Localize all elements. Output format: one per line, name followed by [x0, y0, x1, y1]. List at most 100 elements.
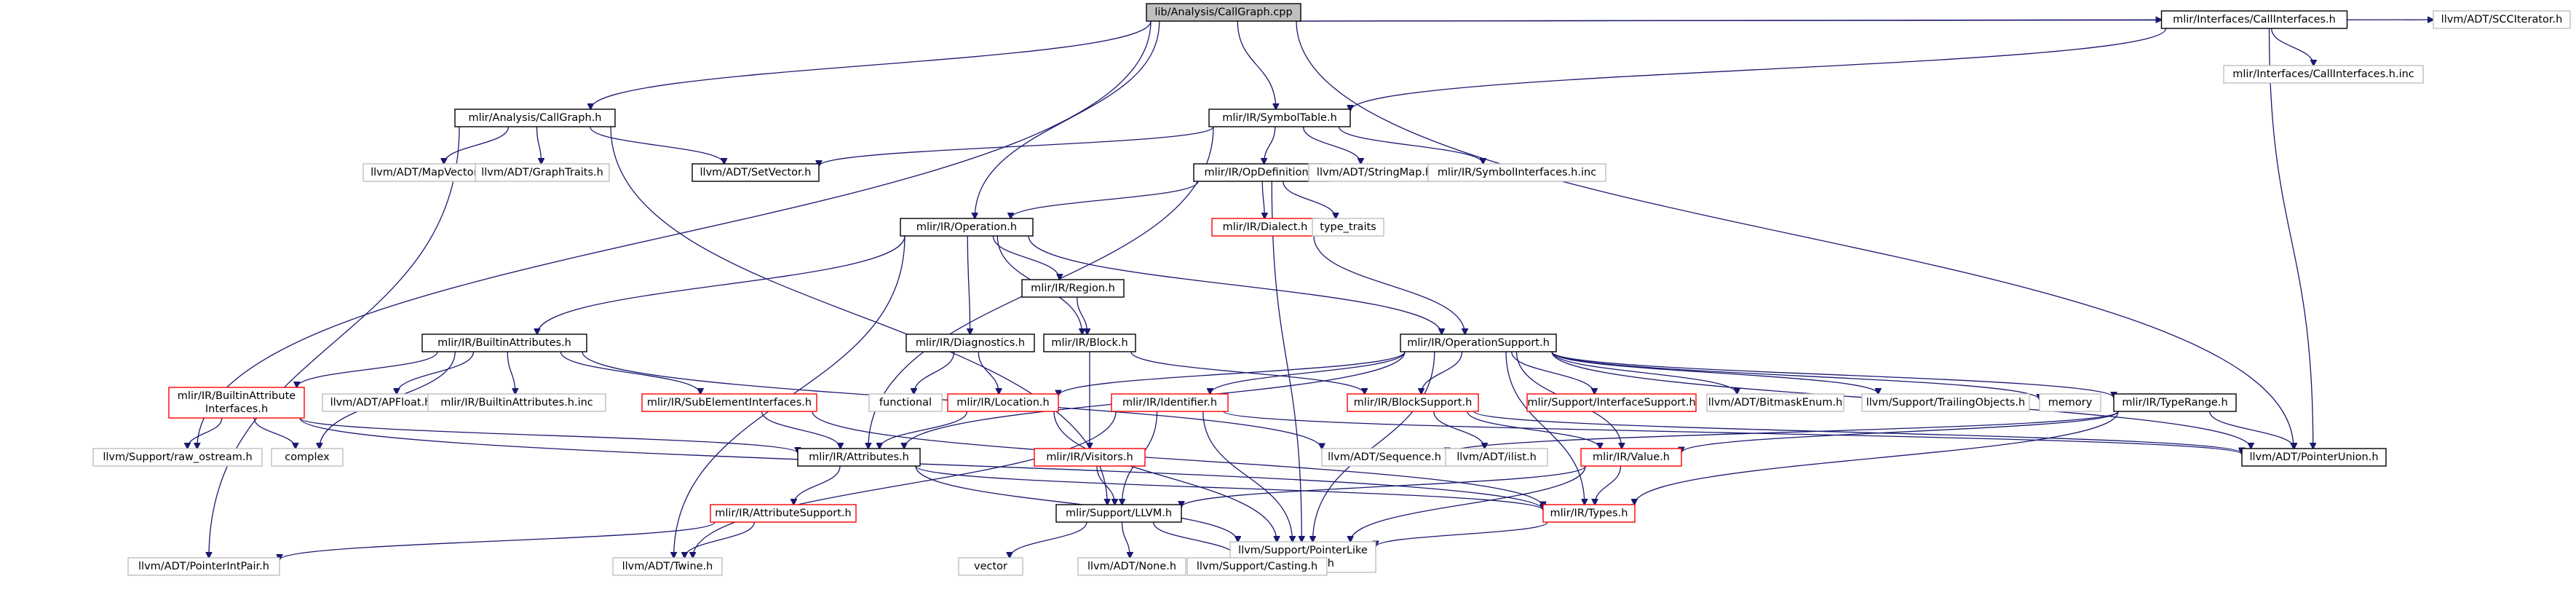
node-label: type_traits: [1320, 221, 1376, 233]
edge-analysis-callgraph-h-to-graphtraits: [536, 126, 542, 164]
node-pointerunion[interactable]: llvm/ADT/PointerUnion.h: [2241, 448, 2387, 467]
edge-analysis-callgraph-h-to-mapvector: [444, 126, 510, 164]
node-ir-operationsupport-h[interactable]: mlir/IR/OperationSupport.h: [1400, 334, 1557, 352]
node-ir-attributes-h[interactable]: mlir/IR/Attributes.h: [797, 448, 921, 467]
node-ir-operation-h[interactable]: mlir/IR/Operation.h: [900, 218, 1034, 237]
node-label: mlir/IR/Value.h: [1593, 451, 1670, 463]
node-analysis-callgraph-h[interactable]: mlir/Analysis/CallGraph.h: [454, 108, 616, 127]
node-ir-dialect-h[interactable]: mlir/IR/Dialect.h: [1211, 218, 1319, 237]
edge-ir-symboltable-h-to-setvector: [819, 126, 1214, 166]
node-casting-h[interactable]: llvm/Support/Casting.h: [1186, 557, 1328, 576]
node-ir-location-h[interactable]: mlir/IR/Location.h: [947, 393, 1059, 412]
edge-ir-operationsupport-h-to-memory: [1551, 351, 2040, 400]
node-ir-types-h[interactable]: mlir/IR/Types.h: [1542, 504, 1636, 523]
edge-ir-operationsupport-h-to-interfacesupport-h: [1511, 351, 1595, 394]
node-label: mlir/IR/Region.h: [1031, 283, 1115, 294]
edge-ir-attributes-h-to-pointerliketypetraits: [915, 465, 1238, 542]
node-ilist[interactable]: llvm/ADT/ilist.h: [1445, 448, 1548, 467]
node-ir-region-h[interactable]: mlir/IR/Region.h: [1021, 279, 1125, 298]
node-scciterator[interactable]: llvm/ADT/SCCIterator.h: [2433, 10, 2571, 29]
node-ir-builtinattributes-h[interactable]: mlir/IR/BuiltinAttributes.h: [421, 334, 587, 352]
node-box: [168, 387, 305, 419]
node-box: [1445, 448, 1548, 467]
node-label: mlir/IR/BuiltinAttributes.h.inc: [440, 397, 593, 409]
edge-ir-operation-h-to-ir-operationsupport-h: [1028, 235, 1442, 334]
node-raw-ostream[interactable]: llvm/Support/raw_ostream.h: [92, 448, 263, 467]
node-box: [1055, 504, 1182, 523]
node-box: [1321, 448, 1448, 467]
node-stringmap[interactable]: llvm/ADT/StringMap.h: [1308, 163, 1440, 182]
edge-ir-opdefinition-h-to-ir-dialect-h: [1262, 181, 1264, 218]
node-pointerintpair[interactable]: llvm/ADT/PointerIntPair.h: [127, 557, 280, 576]
node-setvector[interactable]: llvm/ADT/SetVector.h: [691, 163, 820, 182]
node-apfloat[interactable]: llvm/ADT/APFloat.h: [322, 393, 440, 412]
edge-ir-opdefinition-h-to-type-traits: [1283, 181, 1336, 218]
node-type-traits[interactable]: type_traits: [1312, 218, 1384, 237]
node-box: [868, 393, 943, 412]
node-complex[interactable]: complex: [271, 448, 344, 467]
node-ir-value-h[interactable]: mlir/IR/Value.h: [1580, 448, 1682, 467]
node-ir-attributesupport-h[interactable]: mlir/IR/AttributeSupport.h: [710, 504, 857, 523]
node-symbolinterfaces-inc[interactable]: mlir/IR/SymbolInterfaces.h.inc: [1427, 163, 1606, 182]
node-label: mlir/IR/Identifier.h: [1122, 397, 1217, 409]
edge-ir-opdefinition-h-to-pointerliketypetraits: [1271, 181, 1301, 542]
node-interfacesupport-h[interactable]: mlir/Support/InterfaceSupport.h: [1526, 393, 1697, 412]
node-box: [127, 557, 280, 576]
edge-ir-operationsupport-h-to-pointerliketypetraits: [1312, 351, 1435, 542]
node-ir-subelementinterfaces-h[interactable]: mlir/IR/SubElementInterfaces.h: [641, 393, 817, 412]
node-box: [958, 557, 1023, 576]
node-root[interactable]: lib/Analysis/CallGraph.cpp: [1146, 3, 1301, 22]
node-label: mlir/Support/LLVM.h: [1066, 508, 1172, 519]
node-builtinattributes-inc[interactable]: mlir/IR/BuiltinAttributes.h.inc: [427, 393, 606, 412]
node-vector[interactable]: vector: [958, 557, 1023, 576]
node-ir-block-h[interactable]: mlir/IR/Block.h: [1043, 334, 1136, 352]
node-memory[interactable]: memory: [2039, 393, 2101, 412]
node-label: mlir/IR/BuiltinAttributes.h: [437, 337, 571, 349]
node-label: llvm/Support/raw_ostream.h: [103, 451, 252, 463]
node-label: mlir/IR/Dialect.h: [1223, 221, 1308, 233]
node-label: llvm/Support/Casting.h: [1197, 561, 1317, 572]
node-box: [1211, 218, 1319, 237]
edge-ir-typerange-h-to-ir-types-h: [1634, 411, 2119, 505]
node-label: mlir/IR/Location.h: [956, 397, 1049, 409]
node-label: mlir/IR/AttributeSupport.h: [715, 508, 851, 519]
node-twine[interactable]: llvm/ADT/Twine.h: [612, 557, 723, 576]
node-label: mlir/Analysis/CallGraph.h: [469, 112, 602, 124]
node-ir-visitors-h[interactable]: mlir/IR/Visitors.h: [1034, 448, 1146, 467]
node-label: functional: [879, 397, 932, 409]
node-label: Interfaces.h: [205, 403, 268, 415]
node-sequence[interactable]: llvm/ADT/Sequence.h: [1321, 448, 1448, 467]
node-graphtraits[interactable]: llvm/ADT/GraphTraits.h: [475, 163, 610, 182]
node-box: [1208, 108, 1351, 127]
node-mapvector[interactable]: llvm/ADT/MapVector.h: [362, 163, 495, 182]
node-box: [271, 448, 344, 467]
node-callinterfaces-inc[interactable]: mlir/Interfaces/CallInterfaces.h.inc: [2223, 65, 2424, 84]
node-box: [454, 108, 616, 127]
node-ir-symboltable-h[interactable]: mlir/IR/SymbolTable.h: [1208, 108, 1351, 127]
node-ir-identifier-h[interactable]: mlir/IR/Identifier.h: [1111, 393, 1229, 412]
edge-ir-builtinattributeinterfaces-h-to-ir-types-h: [299, 417, 1543, 510]
node-label: llvm/ADT/Sequence.h: [1328, 451, 1441, 463]
edge-ir-blocksupport-h-to-pointerunion: [1473, 411, 2242, 454]
node-none-h[interactable]: llvm/ADT/None.h: [1077, 557, 1186, 576]
node-box: [710, 504, 857, 523]
node-interfaces-callinterfaces-h[interactable]: mlir/Interfaces/CallInterfaces.h: [2160, 10, 2348, 29]
node-ir-diagnostics-h[interactable]: mlir/IR/Diagnostics.h: [905, 334, 1035, 352]
node-ir-typerange-h[interactable]: mlir/IR/TypeRange.h: [2113, 393, 2237, 412]
node-support-llvm-h[interactable]: mlir/Support/LLVM.h: [1055, 504, 1182, 523]
node-box: [691, 163, 820, 182]
node-ir-blocksupport-h[interactable]: mlir/IR/BlockSupport.h: [1347, 393, 1479, 412]
node-box: [1077, 557, 1186, 576]
node-ir-opdefinition-h[interactable]: mlir/IR/OpDefinition.h: [1193, 163, 1330, 182]
node-bitmaskenum[interactable]: llvm/ADT/BitmaskEnum.h: [1706, 393, 1844, 412]
node-label: llvm/ADT/ilist.h: [1457, 451, 1537, 463]
node-trailingobjects[interactable]: llvm/Support/TrailingObjects.h: [1861, 393, 2030, 412]
node-box: [905, 334, 1035, 352]
node-label: llvm/ADT/APFloat.h: [330, 397, 432, 409]
edge-ir-typerange-h-to-sequence: [1447, 411, 2119, 454]
node-box: [1400, 334, 1557, 352]
edge-ir-typerange-h-to-ir-value-h: [1681, 411, 2119, 453]
node-functional[interactable]: functional: [868, 393, 943, 412]
